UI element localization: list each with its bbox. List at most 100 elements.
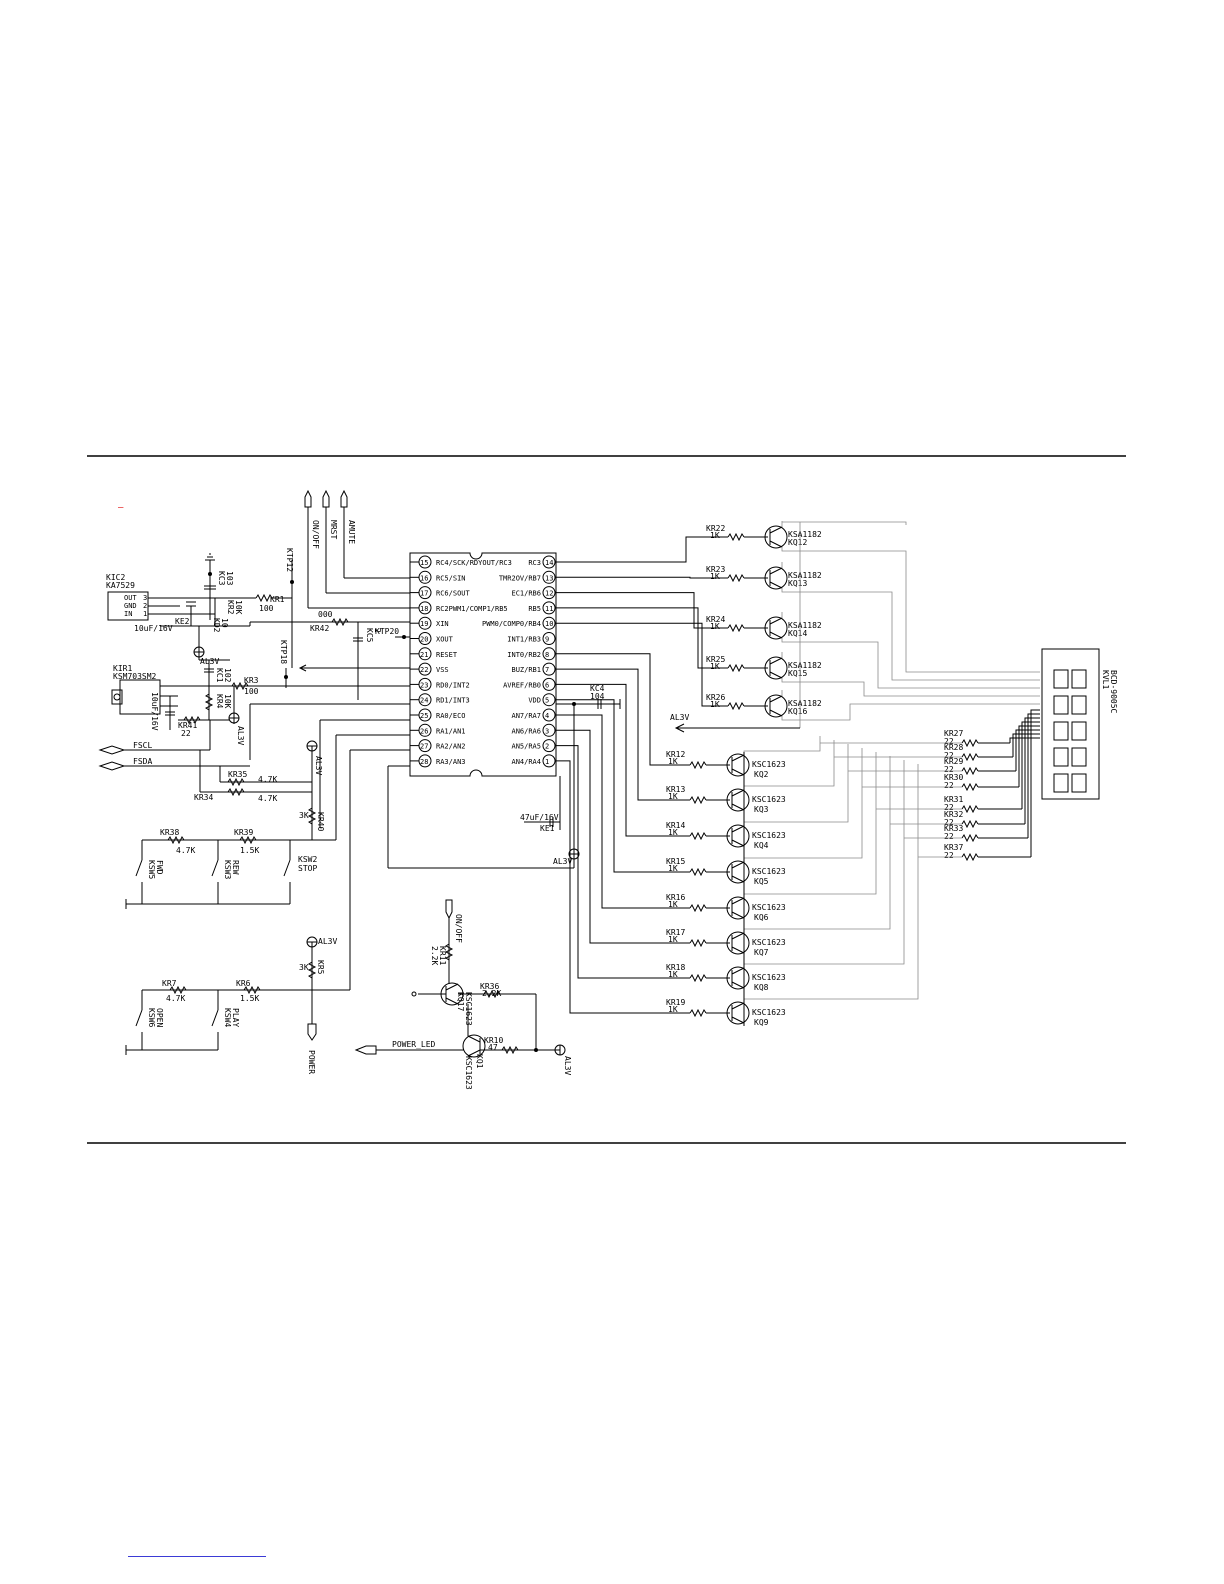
resistor-symbol <box>689 938 707 948</box>
transistor-lead <box>731 861 745 869</box>
transistor-body <box>764 566 788 590</box>
segment-wire <box>1027 713 1040 838</box>
transistor-lead <box>731 932 745 940</box>
segment-wire <box>1015 729 1040 771</box>
resistor-symbol <box>961 738 979 748</box>
net-amute-label: AMUTE <box>347 520 356 544</box>
kr39-val: 1.5K <box>240 846 259 855</box>
ic-pin-number: 18 <box>420 605 428 613</box>
bottom-underline-link[interactable] <box>128 1556 266 1557</box>
al3v-label-f: AL3V <box>553 857 572 866</box>
al3v-label-d: AL3V <box>318 937 337 946</box>
transistor-part: KSC1623 <box>752 760 786 769</box>
collector-wire <box>781 588 1040 681</box>
ic-pin-number: 7 <box>545 666 549 674</box>
kc3-ref: KC3 <box>217 571 226 586</box>
transistor-ref: KQ3 <box>754 805 769 814</box>
collector-wire <box>781 638 1040 689</box>
base-resistor-ref: KR12 <box>666 750 685 759</box>
segment-resistor-val: 22 <box>944 751 954 760</box>
transistor-lead <box>769 567 783 575</box>
transistor-lead <box>769 540 783 548</box>
ic-pin-name: INT0/RB2 <box>507 651 541 659</box>
kir1-ir-receiver: KIR1 KSM703SM2 <box>111 664 410 715</box>
segment-wire <box>1021 721 1040 809</box>
ic-pin-name: RA1/AN1 <box>436 727 466 735</box>
ic-pin-marker <box>542 739 556 753</box>
transistor-body <box>764 694 788 718</box>
ic-pin-number: 26 <box>420 727 428 735</box>
ic-pin-marker <box>542 601 556 615</box>
ic-pin-number: 14 <box>545 559 553 567</box>
transistor-body <box>726 931 750 955</box>
transistor-lead <box>769 581 783 589</box>
transistor-lead <box>731 789 745 797</box>
collector-wire <box>743 736 821 755</box>
kvl1-part: BCD-9005C <box>1109 670 1118 714</box>
transistor-ref: KQ5 <box>754 877 769 886</box>
base-resistor-val: 1K <box>668 864 678 873</box>
net-amute-connector: AMUTE <box>340 489 410 579</box>
transistor-ref: KQ13 <box>788 579 807 588</box>
base-resistor-ref: KR19 <box>666 998 685 1007</box>
segment-resistor-array: KR2722KR2822KR2922KR3022KR3122KR3222KR33… <box>820 709 1040 862</box>
ktp12-label: KTP12 <box>285 548 294 572</box>
kc1-capacitor: KC1 102 <box>204 660 232 686</box>
kr34-val: 4.7K <box>258 794 277 803</box>
ic-pin-number: 19 <box>420 620 428 628</box>
ic-pin-name: EC1/RB6 <box>511 590 541 598</box>
kic2-pin1: 1 <box>143 610 147 618</box>
ic-pin-name: AVREF/RB0 <box>503 681 541 689</box>
transistor-body <box>726 1001 750 1025</box>
segment-resistor-ref: KR27 <box>944 729 963 738</box>
al3v-node-b: AL3V <box>228 686 245 745</box>
resistor-symbol <box>689 903 707 913</box>
base-wire <box>556 622 728 707</box>
transistor-lead <box>731 1002 745 1010</box>
transistor-lead <box>731 1016 745 1024</box>
base-wire <box>556 607 728 669</box>
segment-wire <box>1030 709 1040 857</box>
kr11-resistor: KR11 2.2K <box>430 943 454 965</box>
segment-resistor-ref: KR32 <box>944 810 963 819</box>
transistor-body <box>764 525 788 549</box>
kr3-val: 100 <box>244 687 259 696</box>
resistor-symbol <box>961 852 979 862</box>
collector-wire <box>781 678 1040 697</box>
base-resistor-ref: KR23 <box>706 565 725 574</box>
base-wire <box>556 592 728 629</box>
kc3-capacitor: KC3 103 <box>204 553 234 620</box>
ke3-val: 10uF/16V <box>150 692 159 731</box>
base-wire <box>556 683 690 837</box>
kc1-ref: KC1 <box>215 668 224 683</box>
transistor-ref: KQ2 <box>754 770 769 779</box>
resistor-symbol <box>727 663 745 673</box>
transistor-lead <box>731 754 745 762</box>
kic2-ref: KIC2 <box>106 573 125 582</box>
net-mrst-connector: MRST <box>322 489 410 594</box>
transistor-body <box>726 753 750 777</box>
kr10-val: 47 <box>488 1043 498 1052</box>
kr3-resistor: KR3 100 <box>231 676 259 696</box>
al3v-label-a: AL3V <box>200 657 219 666</box>
base-resistor-val: 1K <box>710 700 720 709</box>
emitter-bus-top <box>782 521 907 525</box>
kr6-ref: KR6 <box>236 979 251 988</box>
ksw5-ref: KSW5 <box>147 860 156 879</box>
kvl1-ref: KVL1 <box>1101 670 1110 689</box>
kq1-part: KSC1623 <box>464 1056 473 1090</box>
